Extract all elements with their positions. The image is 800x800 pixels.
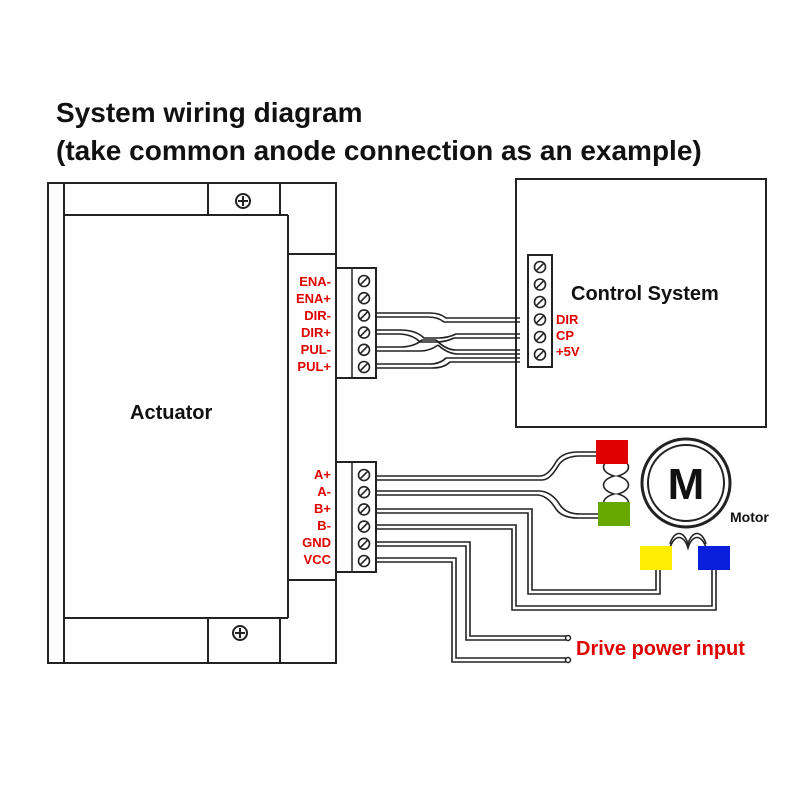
screw-icon (235, 193, 251, 209)
coil-tag-green (598, 502, 630, 526)
pin-label: A- (317, 484, 331, 499)
power-terminals (564, 634, 572, 664)
terminal-screw-icon (357, 309, 371, 322)
signal-wires (376, 312, 520, 369)
title-line-1: System wiring diagram (56, 97, 363, 128)
terminal-screw-icon (533, 313, 547, 326)
motor: M (640, 437, 732, 529)
terminal-screw-icon (357, 468, 371, 482)
pin-label: A+ (314, 467, 331, 482)
power-wires (376, 541, 566, 663)
terminal-screw-icon (357, 503, 371, 516)
terminal-screw-icon (533, 295, 547, 309)
pin-label: ENA- (299, 274, 331, 289)
terminal-screw-icon (533, 260, 547, 274)
control-system-label: Control System (571, 283, 719, 305)
pin-label: +5V (556, 344, 580, 359)
motor-coil-b (669, 532, 707, 551)
coil-tag-yellow (640, 546, 672, 570)
drive-power-input-label: Drive power input (576, 638, 745, 660)
actuator-label: Actuator (130, 402, 212, 424)
terminal-screw-icon (533, 278, 547, 291)
motor-wires (376, 451, 717, 611)
screw-icon (232, 625, 248, 641)
terminal-screw-icon (357, 360, 371, 374)
terminal-screw-icon (357, 537, 371, 551)
terminal-screw-icon (357, 485, 371, 499)
terminal-screw-icon (533, 330, 547, 344)
pin-label: VCC (304, 552, 332, 567)
pin-label: DIR+ (301, 325, 331, 340)
motor-symbol: M (668, 460, 705, 509)
pin-label: CP (556, 328, 574, 343)
motor-label: Motor (730, 509, 769, 525)
control-terminal-block (527, 254, 553, 368)
pin-label: B+ (314, 501, 331, 516)
pin-label: DIR- (304, 308, 331, 323)
coil-tag-red (596, 440, 628, 464)
title-line-2: (take common anode connection as an exam… (56, 135, 702, 166)
coil-tag-blue (698, 546, 730, 570)
signal-terminal-block (335, 267, 377, 379)
pin-label: B- (317, 518, 331, 533)
pin-label: ENA+ (296, 291, 331, 306)
pin-label: PUL+ (297, 359, 331, 374)
terminal-screw-icon (357, 554, 371, 568)
power-terminal-block (335, 461, 377, 573)
terminal-screw-icon (357, 291, 371, 305)
control-system-box (515, 178, 767, 428)
pin-label: PUL- (301, 342, 331, 357)
terminal-screw-icon (357, 520, 371, 533)
terminal-screw-icon (357, 343, 371, 357)
terminal-screw-icon (357, 326, 371, 339)
pin-label: DIR (556, 312, 579, 327)
terminal-screw-icon (357, 274, 371, 288)
terminal-screw-icon (533, 348, 547, 361)
pin-label: GND (302, 535, 331, 550)
terminal-panel (287, 253, 337, 581)
